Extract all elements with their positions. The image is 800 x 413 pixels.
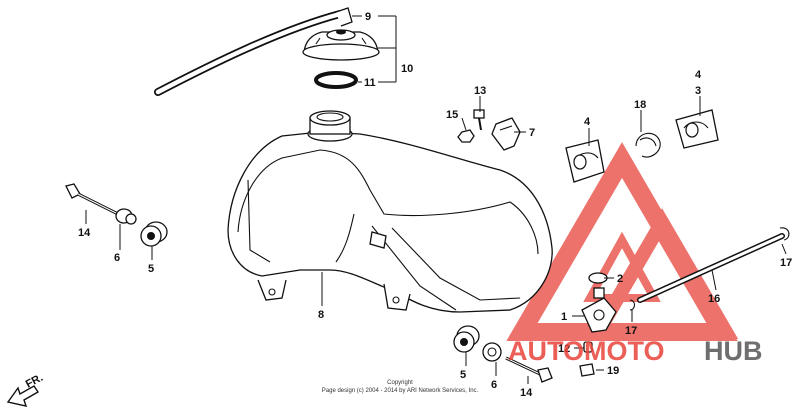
clip-screw <box>473 109 485 131</box>
callout-14-bottom: 14 <box>520 387 533 399</box>
cap-gasket <box>314 71 358 89</box>
callout-12: 12 <box>558 343 570 355</box>
footer-copyright: Copyright <box>387 380 413 386</box>
rubber-cushion-left <box>140 221 168 247</box>
callout-16: 16 <box>708 293 720 305</box>
front-direction-arrow-icon <box>6 385 39 407</box>
clip-nut <box>457 129 475 143</box>
footer-page-design: Page design (c) 2004 - 2014 by ARI Netwo… <box>322 388 479 394</box>
front-direction-label: FR. <box>24 372 45 391</box>
callout-2: 2 <box>617 273 623 285</box>
callout-3: 3 <box>695 85 701 97</box>
callout-10: 10 <box>401 63 413 75</box>
valve-screw-19 <box>579 363 595 377</box>
clip-18 <box>635 132 661 158</box>
rubber-mount-3 <box>675 109 719 149</box>
collar-left <box>115 208 137 225</box>
callout-19: 19 <box>607 365 619 377</box>
mounting-bolt-bottom <box>505 356 553 383</box>
callout-15: 15 <box>446 109 458 121</box>
callout-9: 9 <box>365 11 371 23</box>
collar-bottom <box>482 342 502 362</box>
callout-18: 18 <box>634 99 646 111</box>
callout-17-right: 17 <box>780 257 792 269</box>
callout-13: 13 <box>474 85 486 97</box>
leader-lines <box>85 15 787 384</box>
valve-clip-17 <box>629 299 636 311</box>
callout-5-left: 5 <box>148 263 154 275</box>
callout-11: 11 <box>364 77 376 89</box>
breather-hose <box>154 7 353 96</box>
watermark-text: AUTOMOTO HUB <box>508 336 763 366</box>
valve-washer-12 <box>583 341 593 353</box>
callout-6-left: 6 <box>114 252 120 264</box>
callout-6-bottom: 6 <box>491 379 497 391</box>
callout-7: 7 <box>529 127 535 139</box>
callout-8: 8 <box>318 309 324 321</box>
rubber-cushion-bottom <box>453 325 480 353</box>
callout-1: 1 <box>561 311 567 323</box>
callout-5-bottom: 5 <box>460 369 466 381</box>
callout-4-left: 4 <box>584 116 591 128</box>
watermark-part2: HUB <box>704 336 763 366</box>
fuel-tank <box>227 110 553 313</box>
callout-14-left: 14 <box>78 227 91 239</box>
rubber-mount-4-left <box>565 139 605 183</box>
fuel-tube <box>637 233 785 303</box>
hose-clip <box>491 117 521 151</box>
watermark-logo-icon <box>506 142 739 341</box>
callout-4-right: 4 <box>695 69 702 81</box>
mounting-bolt-left <box>65 183 119 216</box>
fuel-cap <box>302 29 380 61</box>
callout-17-bottom: 17 <box>625 325 637 337</box>
watermark-part1: AUTOMOTO <box>508 336 665 366</box>
fuel-valve <box>581 287 617 333</box>
callout-labels: 9 10 11 13 15 7 18 4 3 4 14 6 5 8 2 17 1… <box>78 11 792 399</box>
tube-clip-right <box>779 227 790 241</box>
